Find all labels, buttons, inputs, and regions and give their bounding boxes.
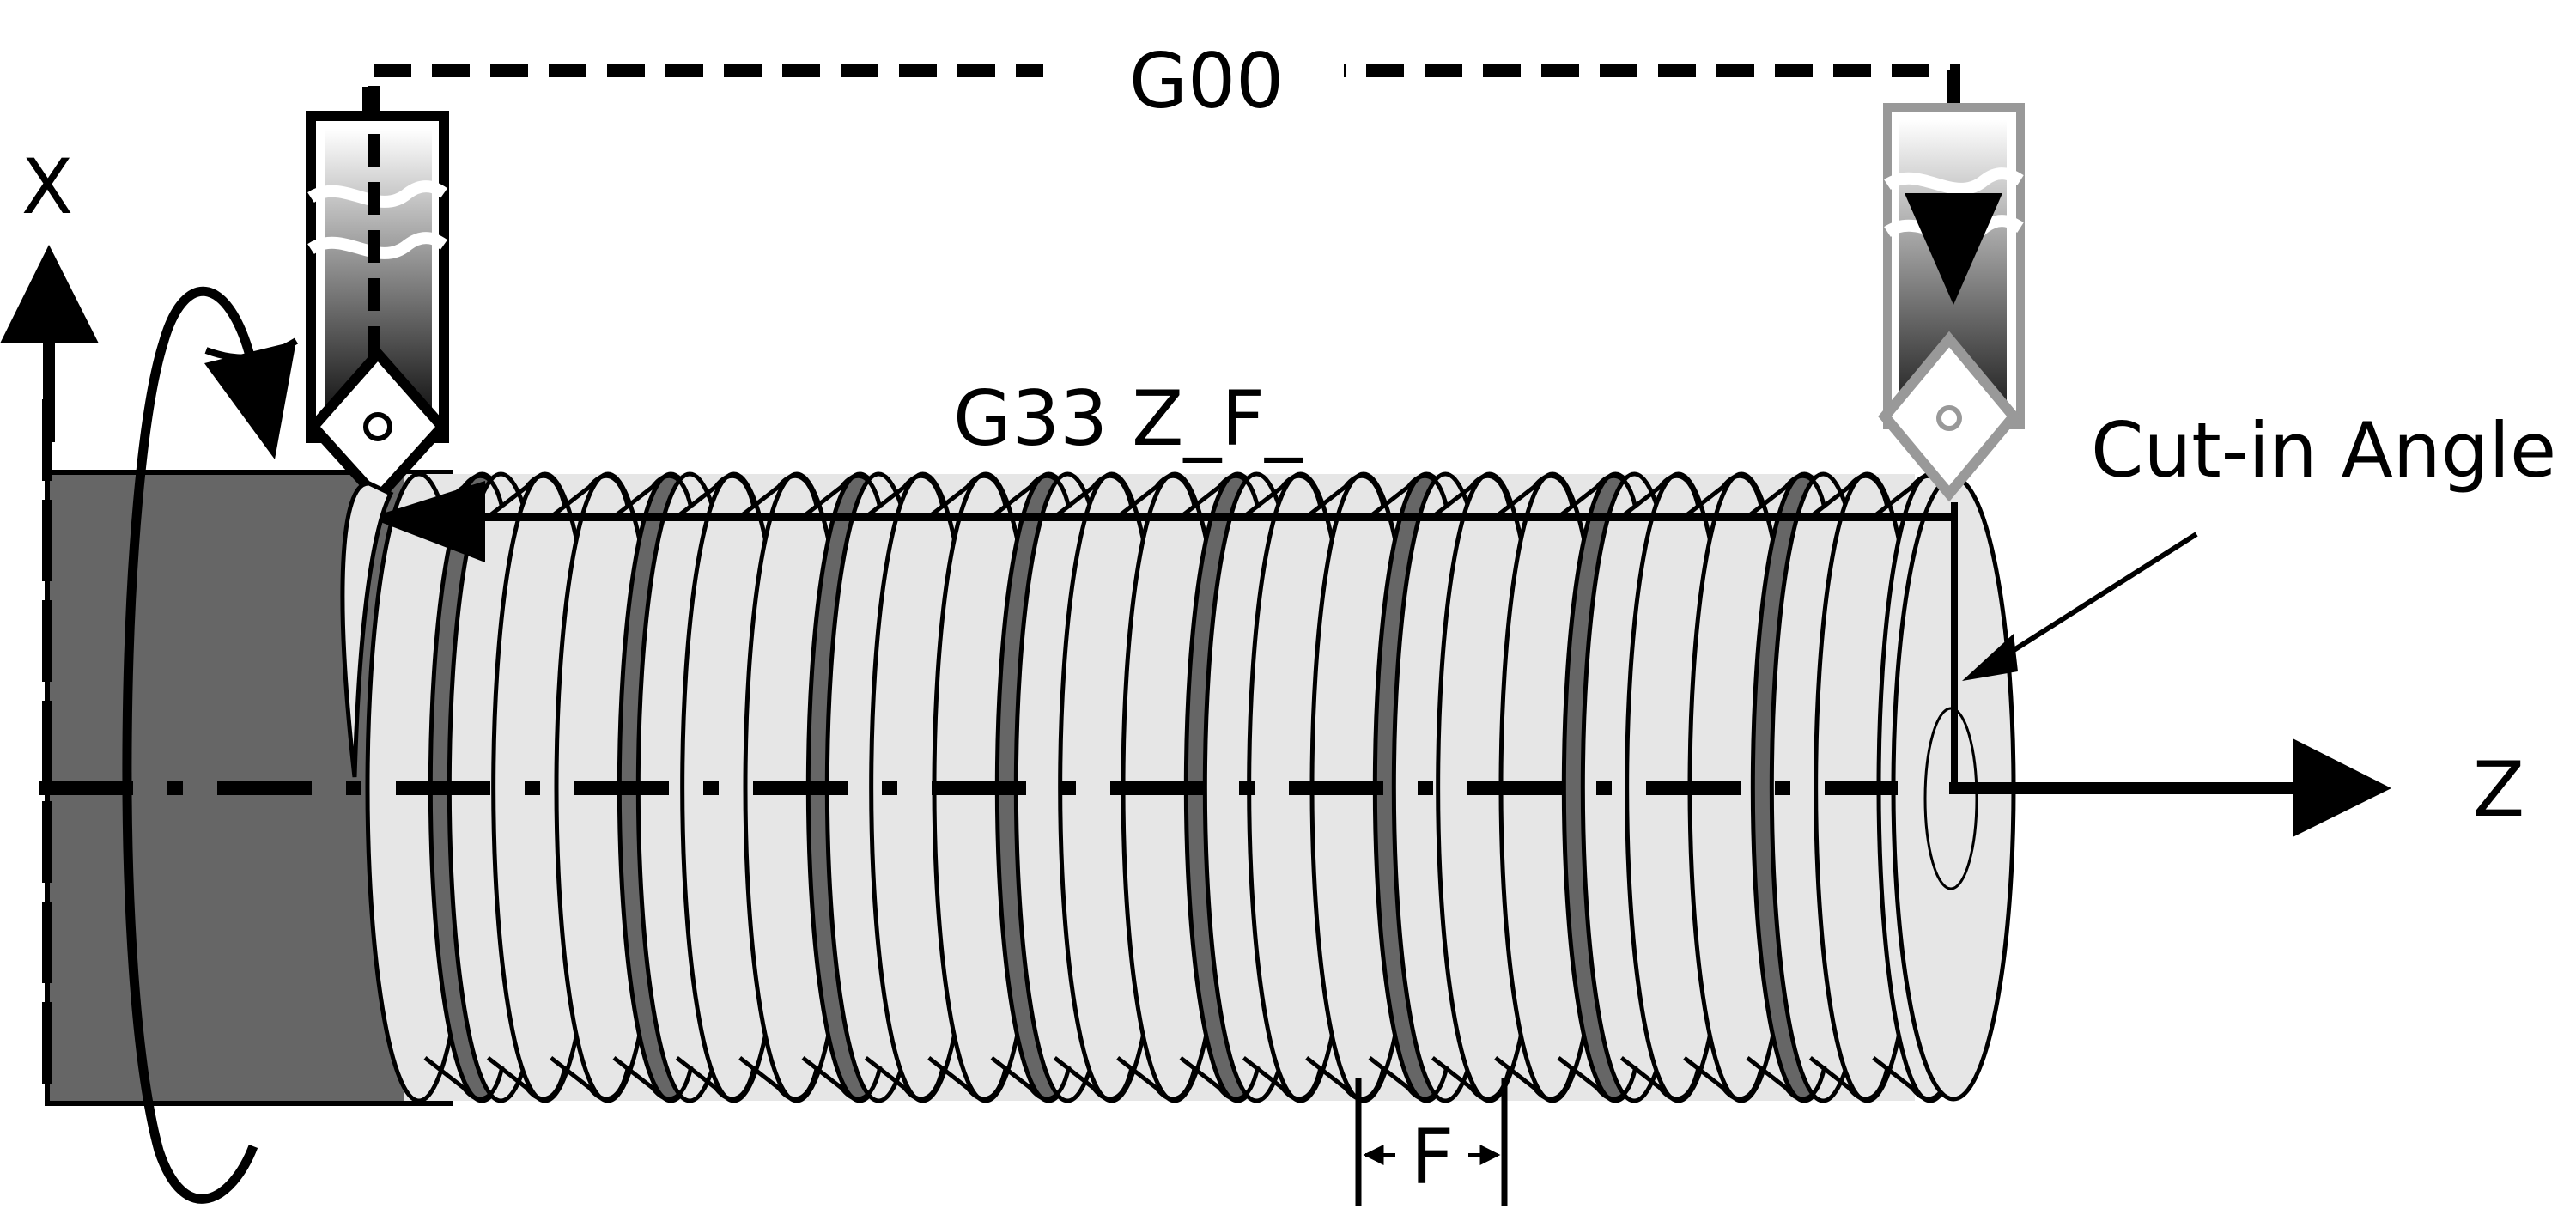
entry-groove bbox=[340, 481, 394, 778]
thread-crest-edge bbox=[1305, 1056, 1387, 1102]
thread-crest-edge bbox=[1557, 1056, 1638, 1102]
thread-crest-edge bbox=[1619, 473, 1701, 519]
retract-arrowhead-icon bbox=[1905, 193, 2002, 305]
x-axis-arrowhead-icon bbox=[0, 245, 99, 343]
tool-insert-end bbox=[1878, 331, 2020, 502]
cutting-tool-start bbox=[306, 86, 450, 506]
thread-crest-edge bbox=[1368, 473, 1449, 519]
thread-crest-edge bbox=[801, 1056, 883, 1102]
thread-crest-edge bbox=[1242, 1056, 1323, 1102]
thread-crest-edge bbox=[1116, 1056, 1198, 1102]
cut-in-angle-arrowhead-icon bbox=[1962, 634, 2018, 681]
thread-section bbox=[365, 471, 1984, 1103]
rotation-arrow-tail bbox=[204, 337, 299, 361]
thread-crest-edge bbox=[1116, 473, 1198, 519]
rotation-arrow bbox=[122, 286, 258, 1204]
thread-crest-edge bbox=[1746, 473, 1827, 519]
thread-crest-edge bbox=[550, 1056, 631, 1102]
thread-crest-edge bbox=[1557, 473, 1638, 519]
thread-crest-edge bbox=[927, 473, 1009, 519]
thread-crest-edge bbox=[1179, 473, 1261, 519]
thread-crest-edge bbox=[927, 1056, 1009, 1102]
thread-crest-edge bbox=[864, 473, 945, 519]
tool-insert-end-hole-icon bbox=[1936, 405, 1962, 431]
thread-crest-edge bbox=[1683, 1056, 1765, 1102]
thread-crest-edge bbox=[990, 1056, 1072, 1102]
thread-crest-edge bbox=[1808, 1056, 1890, 1102]
thread-crest-edge bbox=[612, 473, 694, 519]
tool-insert-hole-icon bbox=[363, 412, 392, 441]
z-axis-label: Z bbox=[2473, 745, 2524, 834]
cut-in-angle-label: Cut-in Angle bbox=[2091, 406, 2556, 495]
thread-feed-arrowhead-icon bbox=[369, 481, 485, 562]
z-axis-arrowhead-icon bbox=[2293, 738, 2391, 837]
thread-crest-edge bbox=[550, 473, 631, 519]
thread-crest-edge bbox=[675, 1056, 756, 1102]
cutting-tool-end bbox=[1878, 103, 2025, 502]
x-axis-label: X bbox=[21, 143, 73, 231]
thread-crest-edge bbox=[738, 473, 820, 519]
thread-crest-edge bbox=[486, 473, 568, 519]
rapid-move-label: G00 bbox=[1129, 37, 1284, 125]
thread-crest-edge bbox=[990, 473, 1072, 519]
thread-crest-edge bbox=[1179, 1056, 1261, 1102]
thread-crest-edge bbox=[1368, 1056, 1449, 1102]
thread-command-label: G33 Z_F_ bbox=[953, 374, 1303, 463]
thread-crest-edge bbox=[1305, 473, 1387, 519]
thread-crest-edge bbox=[423, 473, 505, 519]
thread-crest-edge bbox=[1053, 473, 1134, 519]
thread-crest-edge bbox=[801, 473, 883, 519]
thread-crest-edge bbox=[1053, 1056, 1134, 1102]
thread-crest-edge bbox=[675, 473, 756, 519]
thread-crest-edge bbox=[1494, 1056, 1576, 1102]
thread-crest-edge bbox=[423, 1056, 505, 1102]
thread-crest-edge bbox=[1619, 1056, 1701, 1102]
thread-crest-edge bbox=[738, 1056, 820, 1102]
thread-crest-edge bbox=[1683, 473, 1765, 519]
pitch-label: F bbox=[1411, 1113, 1455, 1201]
thread-crest-edge bbox=[1808, 473, 1890, 519]
thread-crest-edge bbox=[1431, 473, 1512, 519]
thread-crest-edge bbox=[486, 1056, 568, 1102]
thread-crest-edge bbox=[1242, 473, 1323, 519]
thread-crest-edge bbox=[1494, 473, 1576, 519]
rapid-label-bg bbox=[1043, 34, 1344, 120]
thread-crest-edge bbox=[864, 1056, 945, 1102]
cut-in-angle-leader bbox=[1995, 532, 2198, 664]
thread-crest-edge bbox=[1746, 1056, 1827, 1102]
rotation-arrowhead-icon bbox=[204, 341, 296, 459]
thread-crest-edge bbox=[612, 1056, 694, 1102]
